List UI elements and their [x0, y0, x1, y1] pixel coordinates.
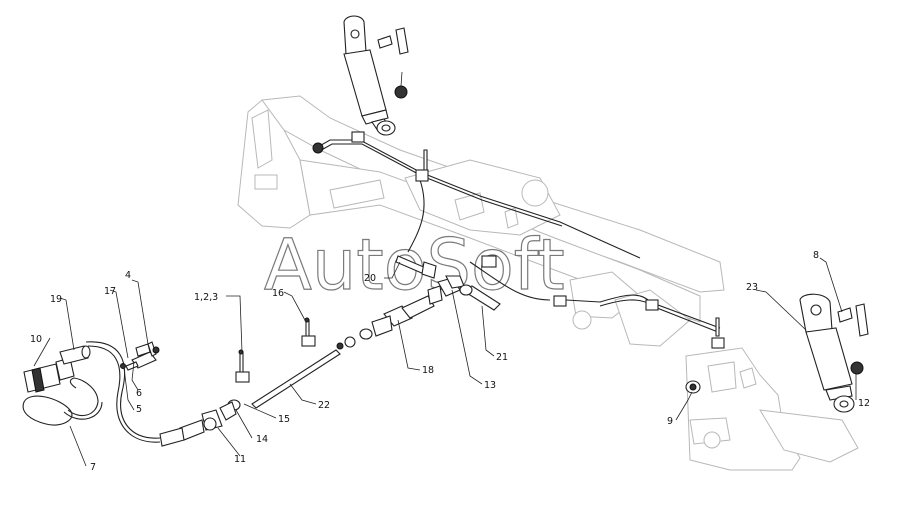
- callout-20: 20: [364, 273, 376, 284]
- coupler-10-19: [23, 345, 91, 393]
- clamp-1-2-3: [235, 349, 250, 383]
- callout-12: 12: [858, 398, 870, 409]
- callout-8: 8: [813, 250, 819, 261]
- upper-hose-run: [312, 131, 725, 349]
- middle-fittings: [336, 255, 501, 350]
- callout-15: 15: [278, 414, 290, 425]
- callout-10: 10: [30, 334, 42, 345]
- callout-1-2-3: 1,2,3: [194, 292, 218, 303]
- nut-9: [685, 380, 701, 394]
- callout-7: 7: [90, 462, 96, 473]
- lower-fittings: [159, 399, 241, 447]
- callout-6: 6: [136, 388, 142, 399]
- callout-23: 23: [746, 282, 758, 293]
- callout-14: 14: [256, 434, 268, 445]
- callout-4: 4: [125, 270, 131, 281]
- loader-frame: [237, 95, 859, 471]
- callout-5: 5: [136, 404, 142, 415]
- flex-hose: [85, 341, 161, 443]
- callout-19: 19: [50, 294, 62, 305]
- clamp-4-5-6-17: [120, 341, 160, 371]
- line-22: [251, 349, 341, 409]
- callout-22: 22: [318, 400, 330, 411]
- callout-9: 9: [667, 416, 673, 427]
- callout-labels: 1,2,3 4 5 6 7 8 9 10 11 12 13 14 15 16 1…: [30, 250, 870, 473]
- upper-hydraulic-cylinder: [343, 15, 409, 136]
- callout-16: 16: [272, 288, 284, 299]
- callout-18: 18: [422, 365, 434, 376]
- callout-11: 11: [234, 454, 246, 465]
- callout-13: 13: [484, 380, 496, 391]
- callout-17: 17: [104, 286, 116, 297]
- leader-lines: [33, 257, 857, 467]
- clamp-16: [301, 317, 316, 347]
- callout-21: 21: [496, 352, 508, 363]
- right-hydraulic-cylinder: [799, 293, 869, 413]
- dust-cap-7: [22, 377, 103, 426]
